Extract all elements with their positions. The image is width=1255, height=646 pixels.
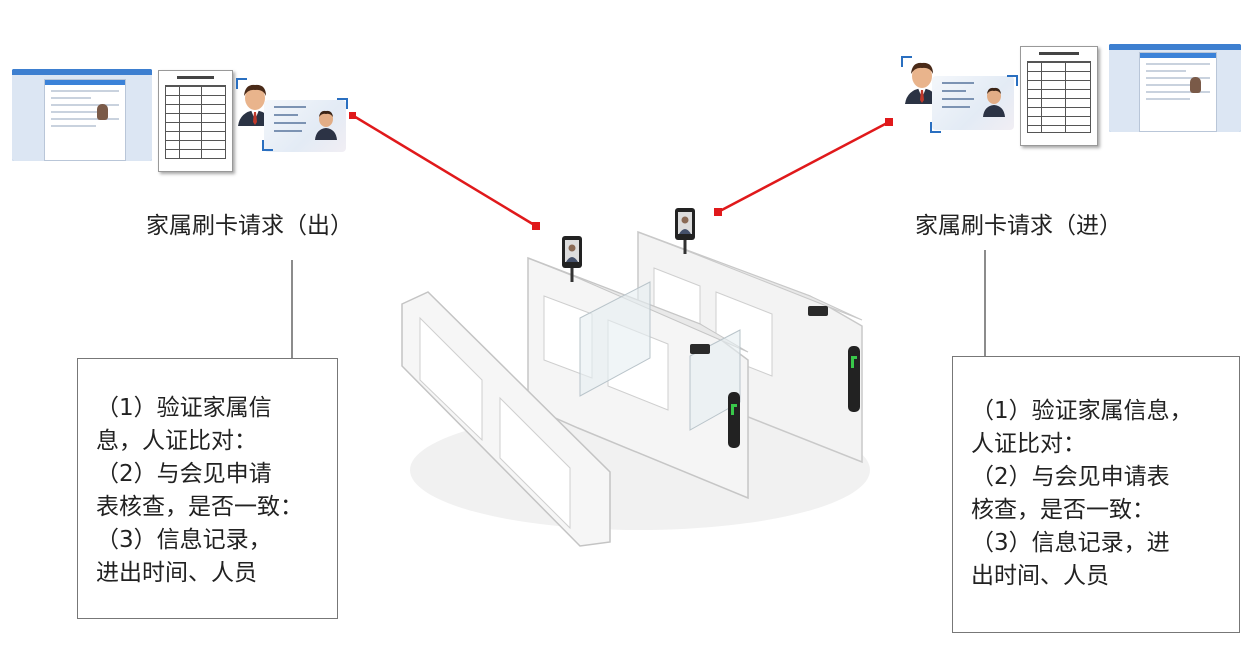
left-system-screen-icon — [12, 69, 152, 161]
left-red-connector — [351, 113, 537, 228]
left-id-card-icon — [264, 100, 346, 152]
left-user-avatar-icon — [238, 84, 272, 126]
checklist-line: 核查，是否一致： — [971, 497, 1155, 523]
right-user-avatar-icon — [905, 62, 939, 104]
checklist-line: （1）验证家属信 — [96, 395, 272, 421]
right-face-recognition-terminal-icon — [675, 208, 695, 254]
checklist-line: 进出时间、人员 — [96, 560, 257, 586]
left-application-form-icon — [158, 70, 233, 172]
left-scan-bracket-icon — [236, 78, 247, 89]
right-scan-bracket-icon — [930, 122, 941, 133]
checklist-line: （3）信息记录， — [96, 527, 272, 553]
left-red-endpoint — [532, 222, 540, 230]
right-system-screen-icon — [1109, 44, 1241, 132]
checklist-line: 出时间、人员 — [971, 563, 1109, 589]
left-scan-bracket-icon — [337, 98, 348, 109]
speed-gate-icon — [401, 208, 870, 547]
checklist-line: （2）与会见申请表 — [971, 464, 1170, 490]
left-checklist-box: （1）验证家属信 息，人证比对： （2）与会见申请 表核查，是否一致： （3）信… — [77, 358, 338, 619]
right-scan-bracket-icon — [1007, 75, 1018, 86]
right-checklist-box: （1）验证家属信息， 人证比对： （2）与会见申请表 核查，是否一致： （3）信… — [952, 356, 1240, 633]
checklist-line: （2）与会见申请 — [96, 461, 272, 487]
checklist-line: 表核查，是否一致： — [96, 494, 303, 520]
checklist-line: 人证比对： — [971, 431, 1086, 457]
checklist-line: （3）信息记录，进 — [971, 530, 1170, 556]
right-id-card-icon — [932, 76, 1014, 130]
left-red-endpoint — [349, 112, 356, 119]
right-red-endpoint — [714, 208, 722, 216]
right-red-endpoint — [885, 118, 893, 126]
left-face-recognition-terminal-icon — [562, 236, 582, 282]
right-scan-bracket-icon — [901, 56, 912, 67]
right-red-connector — [717, 120, 890, 214]
middle-gate-indicator-icon — [728, 392, 740, 448]
left-caption: 家属刷卡请求（出） — [146, 213, 353, 239]
left-scan-bracket-icon — [262, 140, 273, 151]
right-caption: 家属刷卡请求（进） — [915, 213, 1122, 239]
right-gate-indicator-icon — [848, 346, 860, 412]
checklist-line: 息，人证比对： — [96, 428, 257, 454]
right-application-form-icon — [1020, 46, 1098, 146]
checklist-line: （1）验证家属信息， — [971, 398, 1193, 424]
